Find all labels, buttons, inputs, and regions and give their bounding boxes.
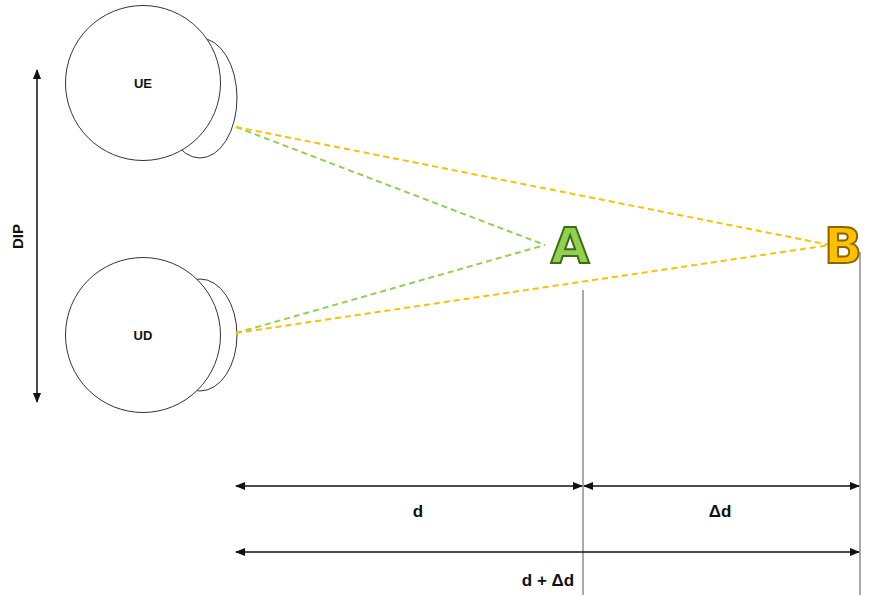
sight-line xyxy=(236,127,830,245)
sight-line xyxy=(236,127,545,245)
dimension-label: d + Δd xyxy=(522,572,574,589)
point-label: B xyxy=(824,221,862,271)
sight-line xyxy=(236,245,545,333)
eye-circle: UD xyxy=(65,257,221,413)
sight-line xyxy=(236,245,830,333)
eye-label: UE xyxy=(134,76,152,91)
dimension-arrow xyxy=(236,551,859,553)
dimension-arrow xyxy=(584,485,859,487)
dimension-arrow xyxy=(236,485,582,487)
extension-line xyxy=(583,290,584,595)
extension-line xyxy=(860,252,861,595)
dimension-label: Δd xyxy=(709,503,732,520)
point-label: A xyxy=(551,221,590,271)
dimension-label: DIP xyxy=(10,223,25,248)
eye-circle: UE xyxy=(65,5,221,161)
dimension-label: d xyxy=(413,503,423,520)
eye-label: UD xyxy=(134,328,153,343)
dimension-arrow xyxy=(36,70,38,402)
